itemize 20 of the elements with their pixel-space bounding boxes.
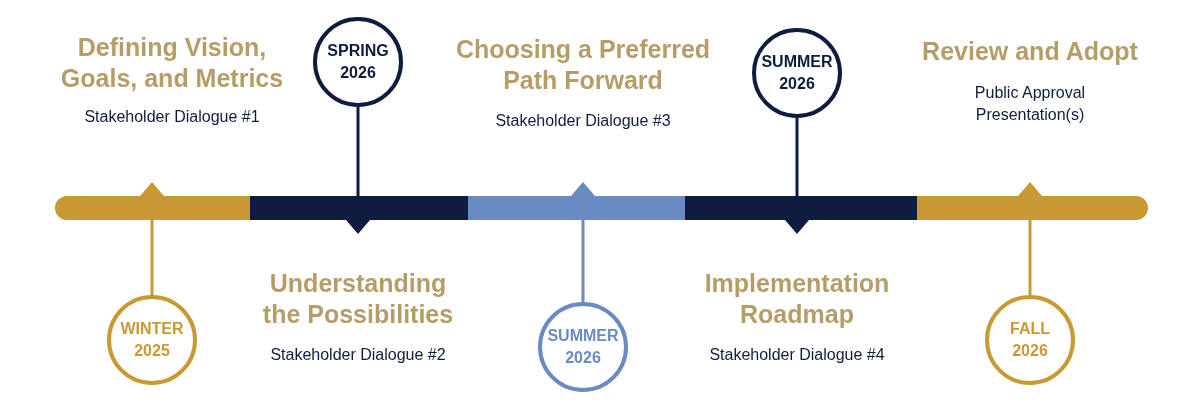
date-label: FALL 2026 [1009,319,1051,361]
stage-description: Stakeholder Dialogue #2 [269,345,447,365]
stage-description: Public Approval Presentation(s) [973,83,1087,125]
connector-line [795,118,799,196]
stage-description: Stakeholder Dialogue #1 [83,107,261,127]
date-label: WINTER 2025 [119,319,185,361]
date-label: SUMMER 2026 [760,52,834,94]
stage-heading: Defining Vision, Goals, and Metrics [59,32,285,94]
stage-heading: Choosing a Preferred Path Forward [454,34,712,96]
stage-description: Stakeholder Dialogue #3 [494,111,672,131]
date-label: SPRING 2026 [326,41,390,83]
stage-heading: Understanding the Possibilities [261,268,455,330]
connector-line [1028,220,1032,295]
connector-line [150,220,154,295]
date-label: SUMMER 2026 [546,326,620,368]
connector-line [581,220,585,302]
connector-line [356,107,360,196]
stage-description: Stakeholder Dialogue #4 [708,345,886,365]
stage-heading: Implementation Roadmap [703,268,891,330]
stage-heading: Review and Adopt [921,36,1139,67]
